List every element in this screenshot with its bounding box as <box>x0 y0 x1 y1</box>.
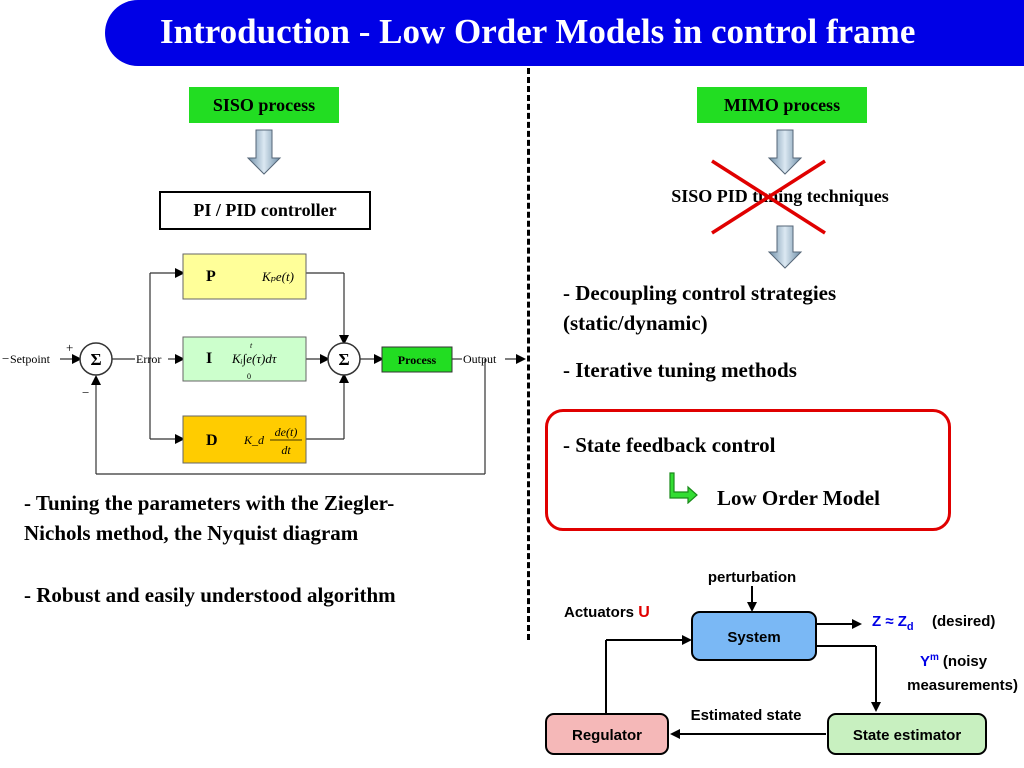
i-upper-limit: t <box>250 341 253 350</box>
y-superscript: m <box>930 652 939 663</box>
perturbation-label: perturbation <box>708 569 796 586</box>
i-letter: I <box>206 350 212 367</box>
down-arrow-icon <box>767 225 803 269</box>
process-block <box>381 346 453 373</box>
slide-title: Introduction - Low Order Models in contr… <box>160 12 916 51</box>
measurements-label: measurements) <box>907 677 1018 694</box>
title-bar <box>105 0 1024 66</box>
bullet-tuning-line2: Nichols method, the Nyquist diagram <box>24 521 359 545</box>
mimo-process-label: MIMO process <box>697 87 867 123</box>
bullet-decoupling-line1: - Decoupling control strategies <box>563 281 837 305</box>
turn-arrow-icon <box>669 472 698 504</box>
error-label: Error <box>136 352 161 366</box>
regulator-block <box>545 713 669 755</box>
z-label: Z ≈ Zd <box>872 613 914 633</box>
siso-process-label: SISO process <box>189 87 339 123</box>
bullet-decoupling-line2: (static/dynamic) <box>563 311 708 335</box>
setpoint-label: Setpoint <box>10 352 51 366</box>
sum-symbol: Σ <box>338 350 349 369</box>
desired-label: (desired) <box>932 613 995 630</box>
controller-box: PI / PID controller <box>159 191 371 230</box>
bullet-decoupling: - Decoupling control strategies (static/… <box>563 278 983 338</box>
estimated-state-label: Estimated state <box>691 707 802 724</box>
bullet-tuning: - Tuning the parameters with the Ziegler… <box>24 488 524 548</box>
regulator-label: Regulator <box>572 727 642 744</box>
column-divider <box>527 68 530 640</box>
state-feedback-highlight <box>545 409 951 531</box>
y-label: Ym(noisy <box>920 652 988 670</box>
state-estimator-label: State estimator <box>853 727 962 744</box>
minus-sign: − <box>82 385 89 400</box>
plus-sign: + <box>66 340 73 355</box>
pid-block-diagram: Σ Σ + − − Setpoint Error Output P Kₚe(t)… <box>2 253 526 475</box>
low-order-model-text: Low Order Model <box>717 486 880 510</box>
sum-junction-1 <box>79 342 113 376</box>
i-term: Kᵢ∫e(τ)dτ <box>231 351 278 367</box>
d-block <box>182 415 307 464</box>
d-coef: K_d <box>243 433 265 447</box>
process-label: Process <box>398 353 437 367</box>
i-lower-limit: 0 <box>247 372 251 381</box>
sum-junction-2 <box>327 342 361 376</box>
d-denominator: dt <box>281 443 291 457</box>
bullet-state-feedback: - State feedback control <box>563 433 776 457</box>
p-term: Kₚe(t) <box>261 269 294 284</box>
siso-pid-tuning-text: SISO PID tuning techniques <box>671 186 889 206</box>
sum-symbol: Σ <box>90 350 101 369</box>
system-label: System <box>727 629 780 646</box>
actuators-symbol: U <box>638 604 650 621</box>
state-feedback-diagram: System Regulator State estimator perturb… <box>545 569 1018 755</box>
system-block <box>691 611 817 661</box>
p-block <box>182 253 307 300</box>
down-arrow-icon <box>246 129 282 175</box>
z-subscript: d <box>907 621 914 633</box>
d-letter: D <box>206 432 218 449</box>
bullet-tuning-line1: - Tuning the parameters with the Ziegler… <box>24 491 395 515</box>
cross-out-icon <box>711 159 826 235</box>
actuators-label: Actuators U <box>564 604 650 621</box>
p-letter: P <box>206 268 216 285</box>
i-block <box>182 336 307 382</box>
d-numerator: de(t) <box>275 425 298 439</box>
minus-sign: − <box>2 351 9 366</box>
bullet-robust: - Robust and easily understood algorithm <box>24 583 396 607</box>
output-label: Output <box>463 352 497 366</box>
bullet-iterative: - Iterative tuning methods <box>563 358 797 382</box>
down-arrow-icon <box>767 129 803 175</box>
state-estimator-block <box>827 713 987 755</box>
